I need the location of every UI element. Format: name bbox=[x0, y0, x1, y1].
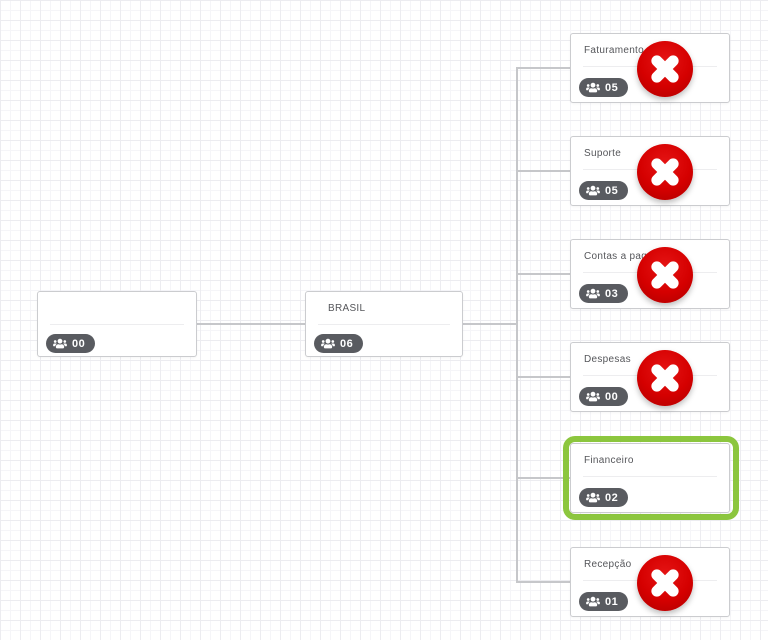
member-count: 06 bbox=[340, 337, 354, 350]
connector-stub bbox=[516, 273, 570, 275]
org-node-faturamento[interactable]: Faturamento 05 bbox=[570, 33, 730, 103]
users-icon bbox=[586, 596, 600, 607]
connector-stub bbox=[516, 376, 570, 378]
org-node-despesas[interactable]: Despesas 00 bbox=[570, 342, 730, 412]
member-count-badge: 02 bbox=[579, 488, 629, 507]
node-divider bbox=[583, 476, 717, 477]
node-title: Faturamento bbox=[584, 45, 644, 56]
users-icon bbox=[586, 391, 600, 402]
users-icon bbox=[586, 185, 600, 196]
delete-x-icon[interactable] bbox=[637, 144, 693, 200]
delete-x-icon[interactable] bbox=[637, 247, 693, 303]
node-title: Financeiro bbox=[584, 455, 634, 466]
member-count: 00 bbox=[605, 390, 619, 403]
org-node-suporte[interactable]: Suporte 05 bbox=[570, 136, 730, 206]
delete-x-icon[interactable] bbox=[637, 555, 693, 611]
member-count-badge: 03 bbox=[579, 284, 629, 303]
connector-trunk bbox=[516, 67, 518, 583]
users-icon bbox=[586, 492, 600, 503]
users-icon bbox=[321, 338, 335, 349]
member-count: 01 bbox=[605, 595, 619, 608]
org-node-recepcao[interactable]: Recepção 01 bbox=[570, 547, 730, 617]
member-count: 05 bbox=[605, 81, 619, 94]
member-count: 00 bbox=[72, 337, 86, 350]
node-divider bbox=[50, 324, 184, 325]
org-node-contas-a-pagar[interactable]: Contas a pagar 03 bbox=[570, 239, 730, 309]
node-title: Suporte bbox=[584, 148, 622, 159]
member-count: 03 bbox=[605, 287, 619, 300]
org-node-parent[interactable]: BRASIL 06 bbox=[305, 291, 463, 357]
member-count-badge: 06 bbox=[314, 334, 364, 353]
connector-stub bbox=[516, 581, 570, 583]
connector-root-parent bbox=[197, 323, 305, 325]
member-count: 05 bbox=[605, 184, 619, 197]
delete-x-icon[interactable] bbox=[637, 41, 693, 97]
member-count-badge: 00 bbox=[579, 387, 629, 406]
member-count-badge: 00 bbox=[46, 334, 96, 353]
node-title: Despesas bbox=[584, 354, 631, 365]
member-count: 02 bbox=[605, 491, 619, 504]
member-count-badge: 01 bbox=[579, 592, 629, 611]
delete-x-icon[interactable] bbox=[637, 350, 693, 406]
connector-stub bbox=[516, 67, 570, 69]
connector-stub bbox=[516, 477, 570, 479]
users-icon bbox=[53, 338, 67, 349]
connector-stub bbox=[516, 170, 570, 172]
org-node-root[interactable]: 00 bbox=[37, 291, 197, 357]
org-node-financeiro[interactable]: Financeiro 02 bbox=[570, 443, 730, 513]
node-divider bbox=[318, 324, 450, 325]
member-count-badge: 05 bbox=[579, 181, 629, 200]
connector-parent-trunk bbox=[463, 323, 517, 325]
node-title: Contas a pagar bbox=[584, 251, 657, 262]
node-title: BRASIL bbox=[328, 303, 366, 314]
node-title: Recepção bbox=[584, 559, 632, 570]
users-icon bbox=[586, 288, 600, 299]
member-count-badge: 05 bbox=[579, 78, 629, 97]
users-icon bbox=[586, 82, 600, 93]
